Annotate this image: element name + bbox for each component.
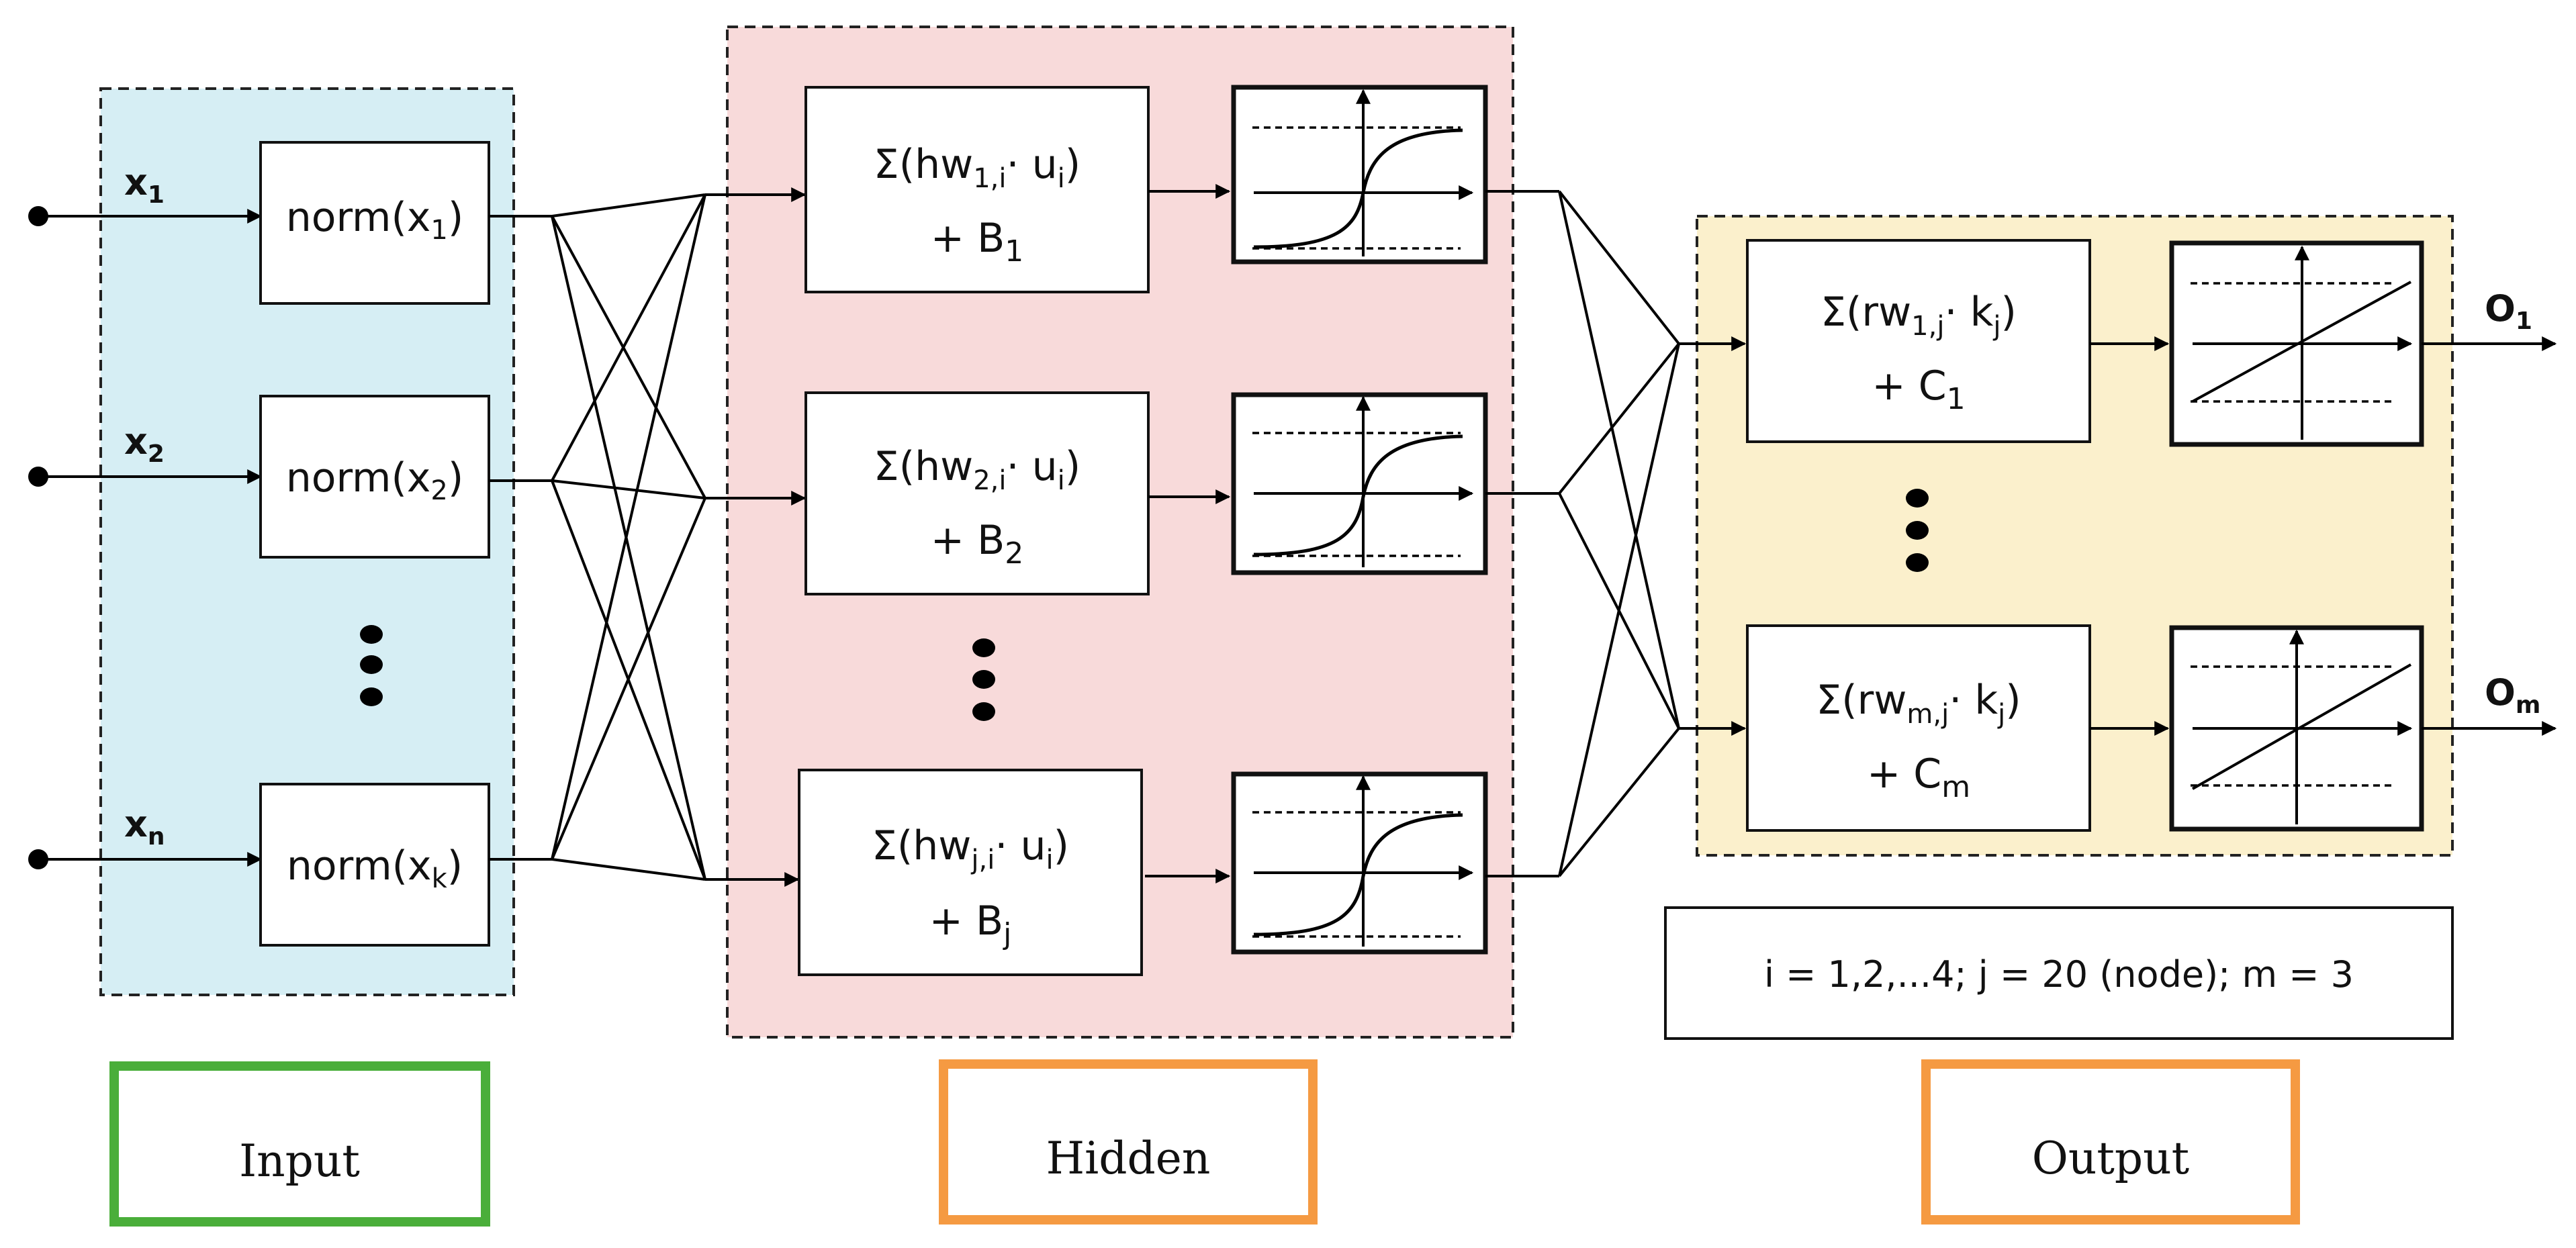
input-hidden-connections xyxy=(489,187,807,887)
norm-label-2: norm(x2) xyxy=(286,454,464,506)
output-sum-1-bias: + C1 xyxy=(1872,363,1965,416)
section-hidden-box xyxy=(939,1059,1318,1225)
hidden-sum-box-j xyxy=(798,769,1143,976)
sigmoid-activation-icon-2 xyxy=(1231,392,1488,575)
input-label-x2: x2 xyxy=(124,420,165,468)
output-label-om: Om xyxy=(2485,671,2540,719)
hidden-sum-1-formula: Σ(hw1,i· ui) xyxy=(874,141,1080,194)
hidden-sum-j-formula: Σ(hwj,i· ui) xyxy=(872,822,1069,875)
hidden-sum-box-1 xyxy=(804,86,1150,293)
norm-label-k: norm(xk) xyxy=(287,843,463,894)
params-note-box xyxy=(1664,906,2454,1040)
section-output-label: Output xyxy=(2032,1133,2189,1184)
input-ellipsis-icon xyxy=(360,625,383,706)
norm-box-k xyxy=(259,783,490,947)
sigmoid-activation-icon-j xyxy=(1231,771,1488,955)
linear-activation-icon-1 xyxy=(2169,240,2424,447)
hidden-sum-2-formula: Σ(hw2,i· ui) xyxy=(874,443,1080,496)
output-sum-1-formula: Σ(rw1,j· kj) xyxy=(1821,289,2017,342)
hidden-sum-2-bias: + B2 xyxy=(931,517,1024,571)
hidden-output-connections xyxy=(1485,190,1747,877)
output-sum-m-formula: Σ(rwm,j· kj) xyxy=(1816,677,2021,730)
section-output-box xyxy=(1921,1059,2300,1225)
section-input-label: Input xyxy=(239,1135,360,1187)
linear-activation-icon-m xyxy=(2169,625,2424,832)
norm-label-1: norm(x1) xyxy=(286,194,464,246)
sigmoid-activation-icon-1 xyxy=(1231,85,1488,265)
hidden-sum-box-2 xyxy=(804,391,1150,595)
hidden-ellipsis-icon xyxy=(972,638,995,721)
hidden-sum-1-bias: + B1 xyxy=(931,215,1024,269)
input-wires xyxy=(28,206,263,869)
output-sum-box-1 xyxy=(1746,239,2091,443)
section-input-box xyxy=(109,1061,490,1227)
norm-box-1 xyxy=(259,141,490,305)
input-label-xn: xn xyxy=(124,803,165,851)
output-label-o1: O1 xyxy=(2485,287,2532,335)
input-label-x1: x1 xyxy=(124,161,165,209)
output-sum-m-bias: + Cm xyxy=(1867,751,1970,804)
params-note: i = 1,2,...4; j = 20 (node); m = 3 xyxy=(1764,953,2354,996)
norm-box-2 xyxy=(259,395,490,559)
output-ellipsis-icon xyxy=(1906,489,1929,572)
section-hidden-label: Hidden xyxy=(1046,1133,1211,1184)
hidden-sum-j-bias: + Bj xyxy=(929,898,1012,951)
output-sum-box-m xyxy=(1746,624,2091,832)
